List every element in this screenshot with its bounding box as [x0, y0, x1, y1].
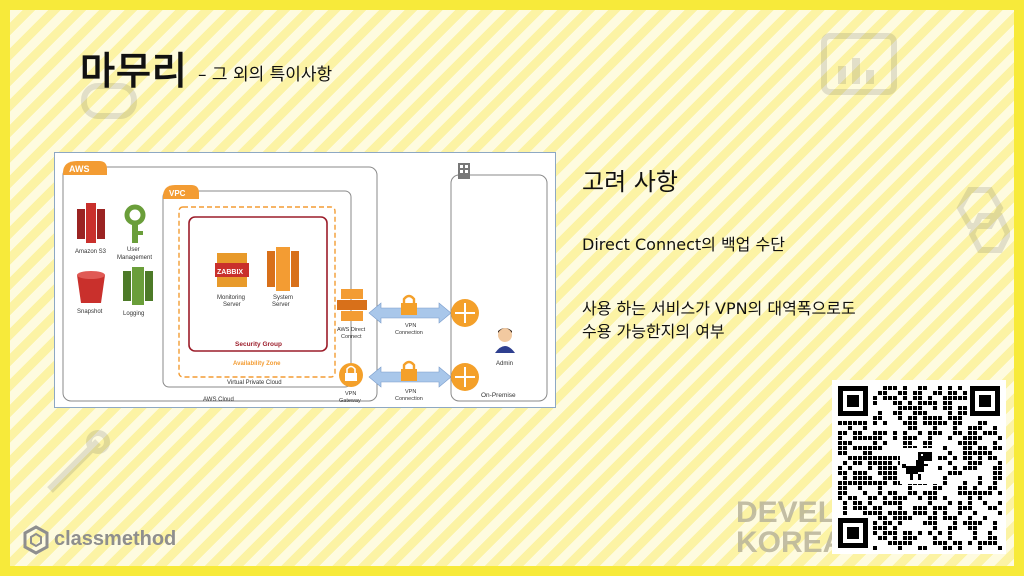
architecture-diagram: AWS VPC Amazon S3 User Management [54, 152, 556, 408]
hexagon-icon [956, 187, 1010, 253]
chart-icon [821, 33, 897, 95]
svg-text:AWS: AWS [69, 164, 90, 174]
vpn-connection-label-3: VPN [405, 389, 416, 395]
consideration-item-2-line-2: 수용 가능한지의 여부 [582, 322, 725, 341]
s3-label: Amazon S3 [75, 249, 107, 255]
slide: 마무리 – 그 외의 특이사항 AWS VPC Amazon S3 [10, 10, 1014, 566]
logging-label: Logging [123, 311, 144, 317]
gamepad-icon [81, 83, 137, 119]
considerations-heading: 고려 사항 [582, 168, 678, 196]
aws-badge: AWS [63, 161, 107, 175]
vpn-gateway-label-2: Gateway [339, 398, 361, 404]
vpn-gateway-label-1: VPN [345, 391, 356, 397]
consideration-item-2-line-1: 사용 하는 서비스가 VPN의 대역폭으로도 [582, 299, 856, 318]
dinosaur-icon [902, 452, 932, 480]
svg-text:VPC: VPC [169, 189, 186, 198]
logging-icon [123, 267, 153, 305]
classmethod-logo-text: classmethod [54, 528, 177, 550]
zabbix-icon [215, 253, 249, 287]
consideration-item-1: Direct Connect의 백업 수단 [582, 235, 785, 254]
vpn-connection-label-2: Connection [395, 330, 423, 336]
on-premise-label: On-Premise [481, 392, 516, 399]
snapshot-label: Snapshot [77, 309, 103, 315]
snapshot-icon [77, 271, 105, 303]
security-group-label: Security Group [235, 341, 282, 348]
page-title: 마무리 [80, 49, 188, 93]
aws-cloud-label: AWS Cloud [203, 397, 234, 403]
system-label-2: Server [272, 302, 290, 308]
direct-connect-label-2: Connect [341, 334, 362, 340]
vpc-label: Virtual Private Cloud [227, 380, 282, 386]
direct-connect-label-1: AWS Direct [337, 327, 366, 333]
router-icon [451, 299, 479, 327]
qr-code [832, 380, 1006, 554]
vpn-lock-icon [401, 360, 417, 381]
monitoring-label-2: Server [223, 302, 241, 308]
router-icon [451, 363, 479, 391]
user-mgmt-label-1: User [127, 247, 140, 253]
vpn-lock-icon [401, 294, 417, 315]
wrench-icon [47, 430, 110, 493]
building-icon [458, 163, 470, 179]
availability-zone-label: Availability Zone [233, 361, 281, 367]
vpn-connection-label-4: Connection [395, 396, 423, 402]
vpn-gateway-icon [339, 363, 363, 387]
page-subtitle: – 그 외의 특이사항 [198, 65, 333, 85]
key-icon [124, 204, 146, 243]
vpn-connection-label-1: VPN [405, 323, 416, 329]
user-mgmt-label-2: Management [117, 255, 152, 261]
vpc-badge: VPC [163, 185, 199, 199]
admin-label: Admin [496, 361, 513, 367]
amazon-s3-icon [77, 203, 105, 243]
direct-connect-icon [337, 289, 367, 321]
admin-user-icon [495, 328, 515, 353]
classmethod-logo-icon [23, 525, 49, 555]
ec2-server-icon [267, 247, 299, 291]
zabbix-label: ZABBIX [217, 269, 243, 276]
system-label-1: System [273, 295, 293, 301]
monitoring-label-1: Monitoring [217, 295, 245, 301]
